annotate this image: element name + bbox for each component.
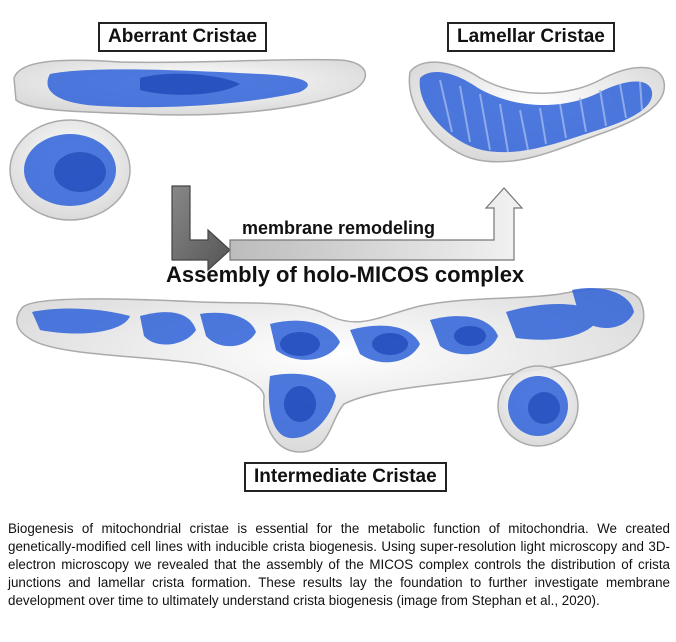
remodeling-arrow-start	[172, 186, 230, 270]
figure-caption: Biogenesis of mitochondrial cristae is e…	[8, 520, 670, 610]
lamellar-mitochondrion	[409, 62, 664, 162]
lamellar-cristae-label: Lamellar Cristae	[447, 22, 615, 52]
aberrant-cristae-label: Aberrant Cristae	[98, 22, 267, 52]
intermediate-mitochondrion	[17, 288, 644, 452]
membrane-remodeling-label: membrane remodeling	[242, 218, 435, 239]
assembly-label: Assembly of holo-MICOS complex	[166, 262, 524, 288]
cristae-illustration	[0, 0, 676, 510]
intermediate-cristae-label: Intermediate Cristae	[244, 462, 447, 492]
